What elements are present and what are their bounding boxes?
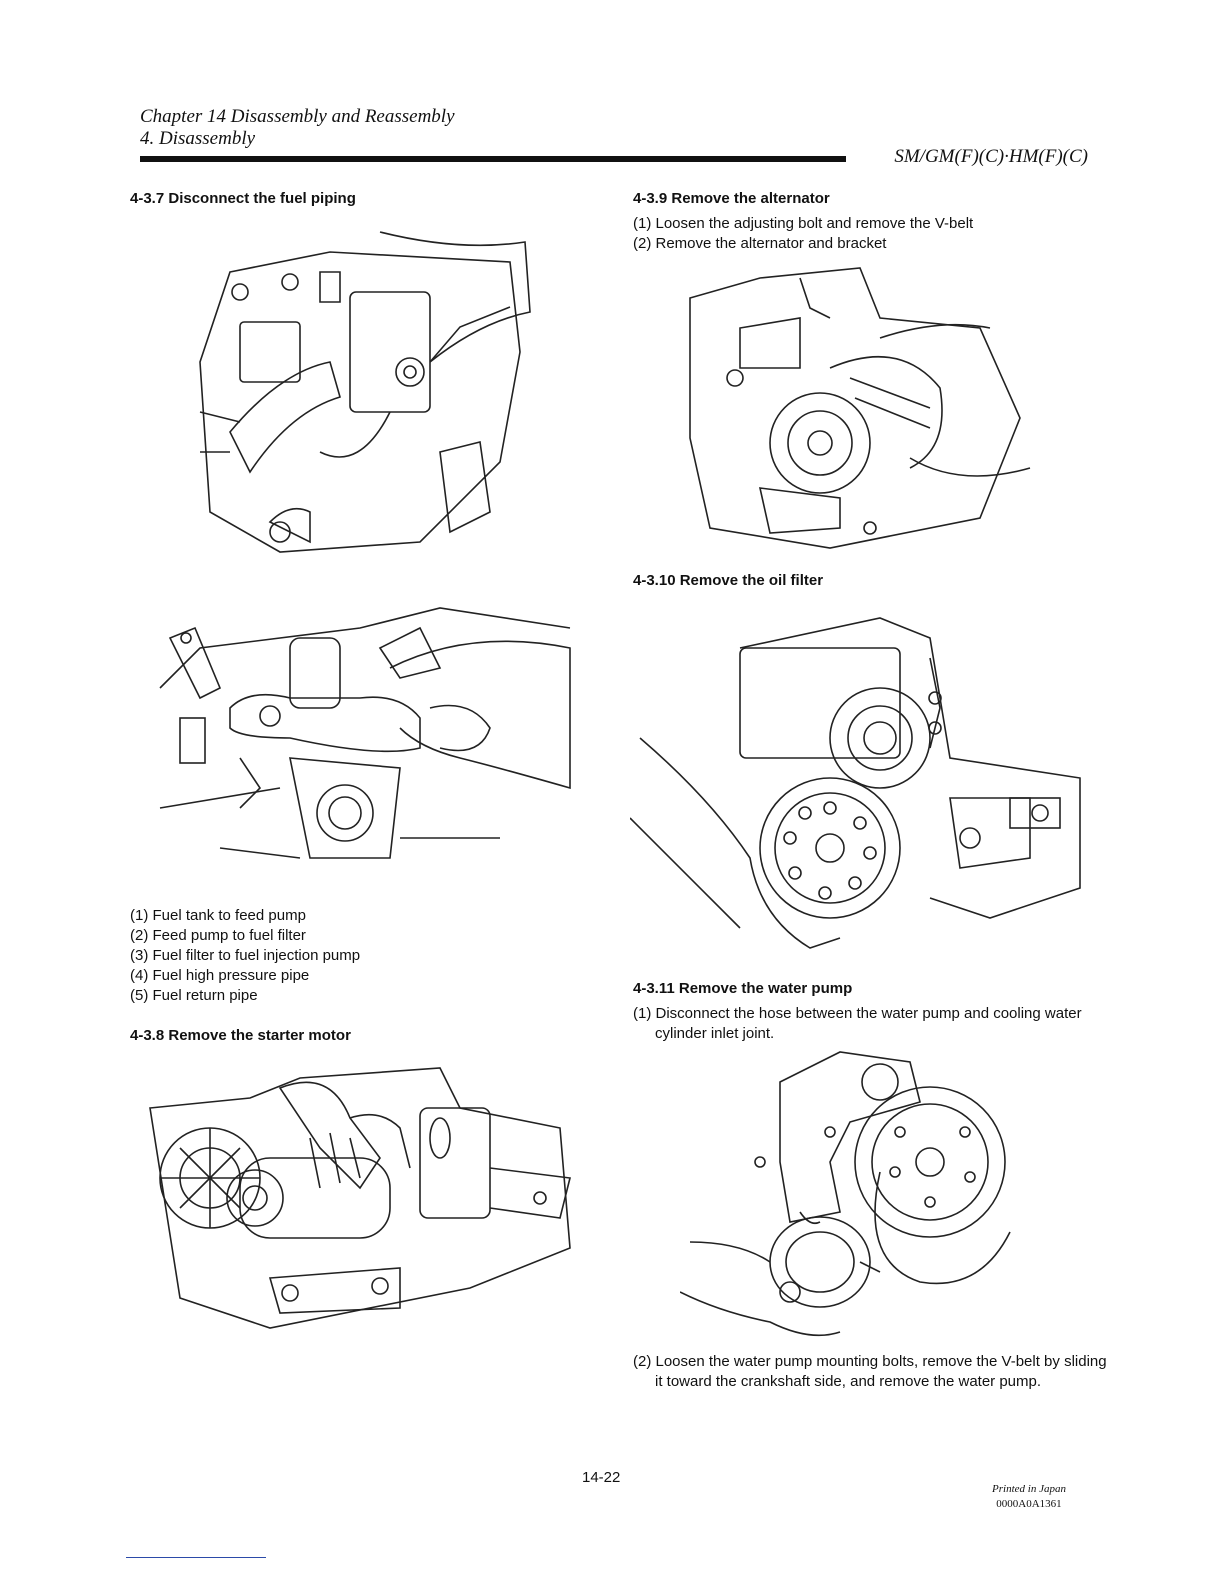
figure-fuel-piping-top — [180, 212, 540, 580]
fuel-piping-item-2: (2) Feed pump to fuel filter — [130, 927, 306, 944]
heading-4-3-9: 4-3.9 Remove the alternator — [633, 190, 830, 207]
heading-4-3-7: 4-3.7 Disconnect the fuel piping — [130, 190, 356, 207]
figure-fuel-piping-bottom — [140, 588, 580, 898]
figure-alternator — [680, 258, 1040, 558]
fuel-piping-item-1: (1) Fuel tank to feed pump — [130, 907, 306, 924]
printed-in-japan: Printed in Japan — [992, 1483, 1066, 1495]
fuel-piping-item-5: (5) Fuel return pipe — [130, 987, 258, 1004]
section-title: 4. Disassembly — [140, 128, 256, 149]
figure-oil-filter — [630, 598, 1090, 970]
heading-4-3-8: 4-3.8 Remove the starter motor — [130, 1027, 351, 1044]
fuel-piping-item-3: (3) Fuel filter to fuel injection pump — [130, 947, 361, 964]
footer-link-line — [126, 1557, 266, 1558]
figure-water-pump — [680, 1042, 1040, 1342]
heading-4-3-11: 4-3.11 Remove the water pump — [633, 980, 853, 997]
chapter-title: Chapter 14 Disassembly and Reassembly — [140, 106, 455, 127]
figure-starter-motor — [140, 1048, 580, 1338]
header-rule — [140, 156, 846, 162]
alternator-list: (1) Loosen the adjusting bolt and remove… — [633, 214, 1093, 254]
water-pump-item-1: (1) Disconnect the hose between the wate… — [633, 1005, 1082, 1042]
alternator-item-1: (1) Loosen the adjusting bolt and remove… — [633, 215, 974, 232]
fuel-piping-item-4: (4) Fuel high pressure pipe — [130, 967, 310, 984]
page-number: 14-22 — [582, 1469, 621, 1486]
model-label: SM/GM(F)(C)·HM(F)(C) — [894, 146, 1088, 167]
document-code: 0000A0A1361 — [996, 1498, 1062, 1510]
water-pump-item-2: (2) Loosen the water pump mounting bolts… — [633, 1353, 1107, 1390]
alternator-item-2: (2) Remove the alternator and bracket — [633, 235, 887, 252]
heading-4-3-10: 4-3.10 Remove the oil filter — [633, 572, 824, 589]
fuel-piping-list: (1) Fuel tank to feed pump (2) Feed pump… — [130, 906, 430, 1006]
